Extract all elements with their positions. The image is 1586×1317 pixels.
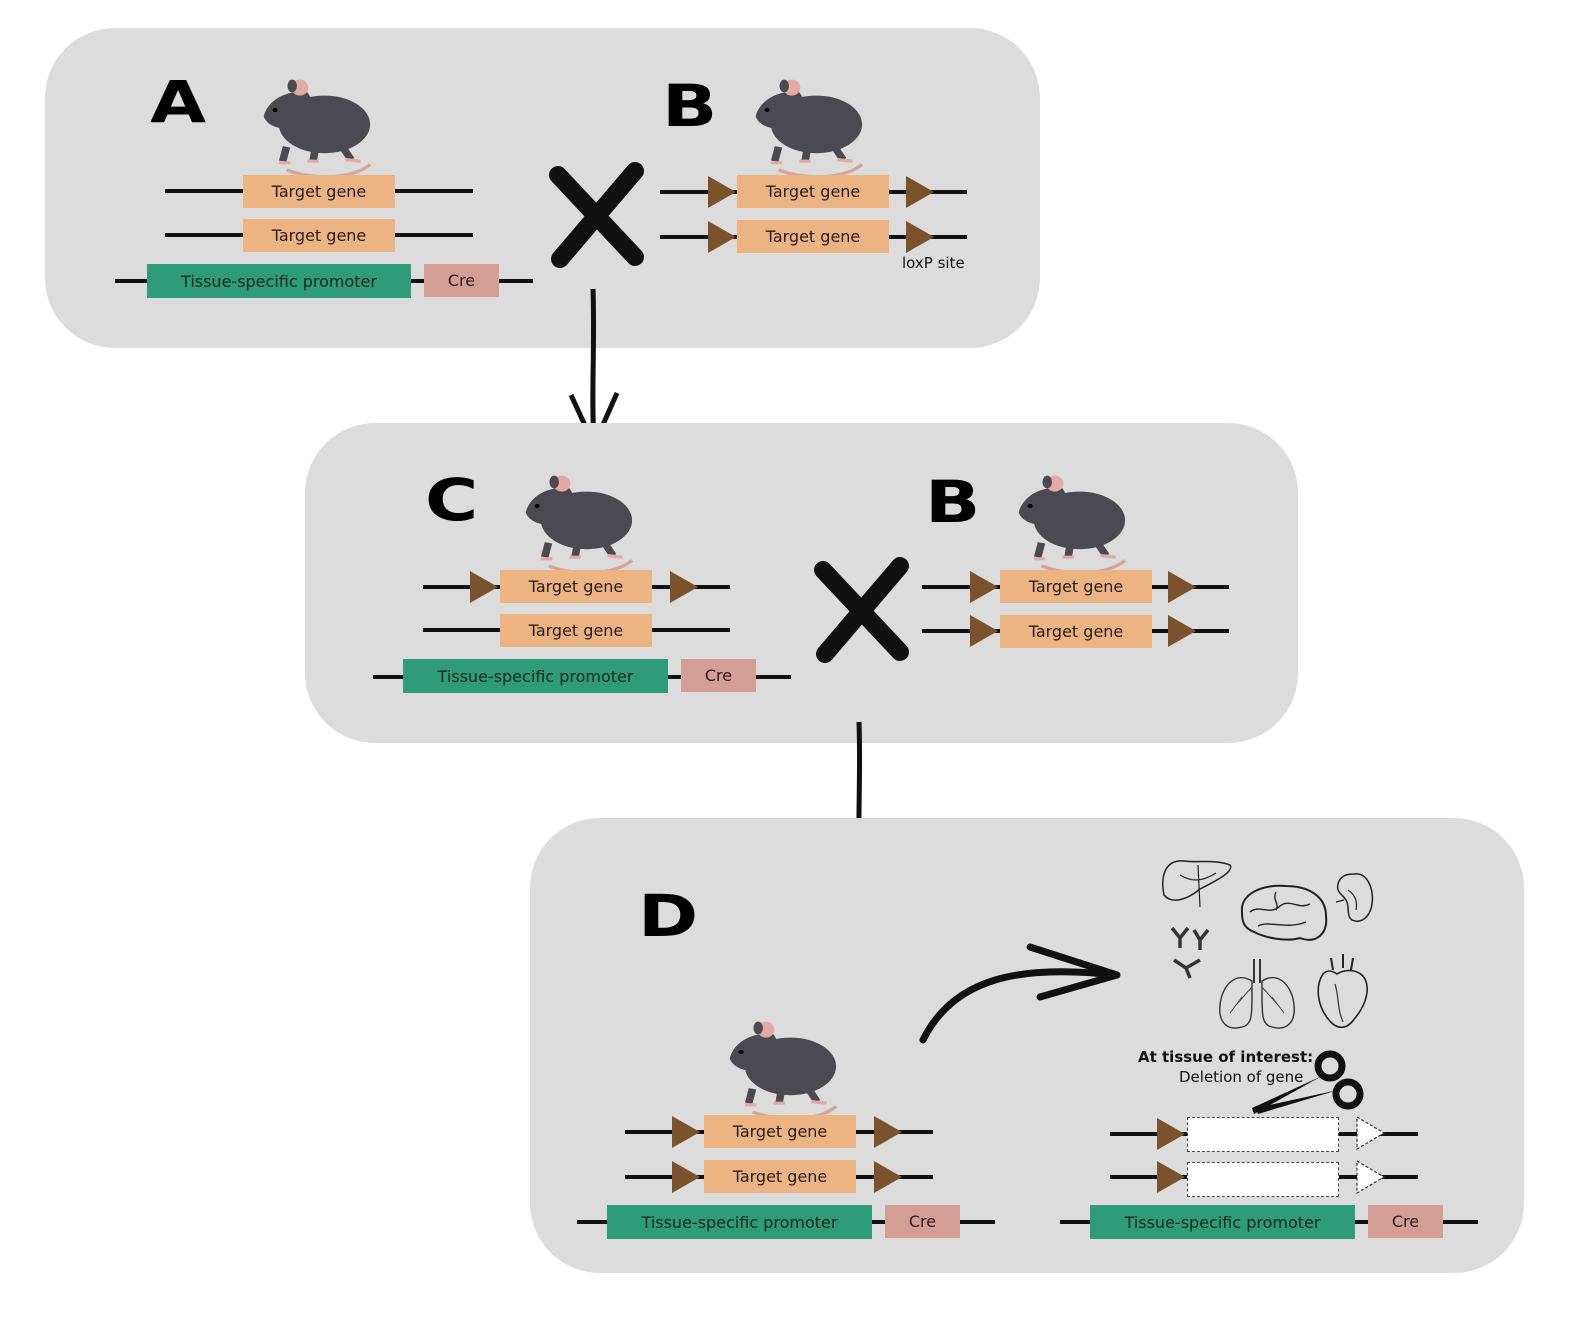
- label-mouse-a: A: [150, 68, 206, 136]
- cross-icon: [549, 162, 644, 268]
- loxp-site-label: loxP site: [902, 254, 965, 272]
- panel-conditional-knockout: [530, 818, 1524, 1273]
- excised-loxp-site-icon: [1356, 1159, 1386, 1195]
- cre-gene: Cre: [1368, 1205, 1443, 1238]
- target-gene: Target gene: [243, 175, 395, 208]
- loxp-site-icon: [672, 1161, 700, 1193]
- cre-gene: Cre: [681, 659, 756, 692]
- target-gene: Target gene: [704, 1115, 856, 1148]
- target-gene: Target gene: [704, 1160, 856, 1193]
- tissue-specific-promoter: Tissue-specific promoter: [1090, 1205, 1355, 1239]
- brain-icon: [1240, 884, 1328, 941]
- deleted-gene-placeholder: [1187, 1162, 1339, 1197]
- excised-loxp-site-icon: [1356, 1115, 1386, 1151]
- mouse-b-icon: [750, 78, 875, 173]
- target-gene: Target gene: [500, 614, 652, 647]
- target-gene: Target gene: [243, 219, 395, 252]
- loxp-site-icon: [874, 1116, 902, 1148]
- curved-arrow-icon: [919, 943, 1121, 1044]
- mouse-d-icon: [724, 1020, 849, 1115]
- loxp-site-icon: [470, 571, 498, 603]
- loxp-site-icon: [1157, 1161, 1185, 1193]
- label-mouse-b-backcross: B: [925, 468, 980, 536]
- mouse-c-icon: [520, 474, 645, 569]
- loxp-site-icon: [670, 571, 698, 603]
- label-mouse-b: B: [662, 72, 717, 140]
- lungs-icon: [1219, 959, 1295, 1029]
- cre-gene: Cre: [885, 1205, 960, 1238]
- target-gene: Target gene: [1000, 570, 1152, 603]
- label-mouse-c: C: [425, 466, 478, 534]
- loxp-site-icon: [708, 176, 736, 208]
- antibody-icon: [1170, 926, 1210, 979]
- loxp-site-icon: [1157, 1118, 1185, 1150]
- loxp-site-icon: [970, 615, 998, 647]
- loxp-site-icon: [874, 1161, 902, 1193]
- liver-icon: [1162, 860, 1232, 908]
- loxp-site-icon: [906, 176, 934, 208]
- deleted-gene-placeholder: [1187, 1117, 1339, 1152]
- loxp-site-icon: [672, 1116, 700, 1148]
- cre-gene: Cre: [424, 264, 499, 297]
- target-gene: Target gene: [1000, 615, 1152, 648]
- tissue-specific-promoter: Tissue-specific promoter: [607, 1205, 872, 1239]
- target-gene: Target gene: [737, 220, 889, 253]
- loxp-site-icon: [970, 571, 998, 603]
- tissue-heading: At tissue of interest:: [1138, 1048, 1314, 1066]
- loxp-site-icon: [1168, 571, 1196, 603]
- loxp-site-icon: [906, 221, 934, 253]
- heart-icon: [1317, 954, 1368, 1029]
- tissue-specific-promoter: Tissue-specific promoter: [403, 659, 668, 693]
- tissue-specific-promoter: Tissue-specific promoter: [147, 264, 411, 298]
- kidney-icon: [1335, 873, 1374, 922]
- mouse-b-backcross-icon: [1013, 474, 1138, 569]
- loxp-site-icon: [1168, 615, 1196, 647]
- tissue-subheading: Deletion of gene: [1179, 1068, 1304, 1086]
- label-mouse-d: D: [638, 882, 698, 950]
- cross-icon: [814, 557, 909, 663]
- loxp-site-icon: [708, 221, 736, 253]
- mouse-a-icon: [258, 78, 383, 173]
- target-gene: Target gene: [737, 175, 889, 208]
- scissors-icon: [1252, 1050, 1364, 1114]
- target-gene: Target gene: [500, 570, 652, 603]
